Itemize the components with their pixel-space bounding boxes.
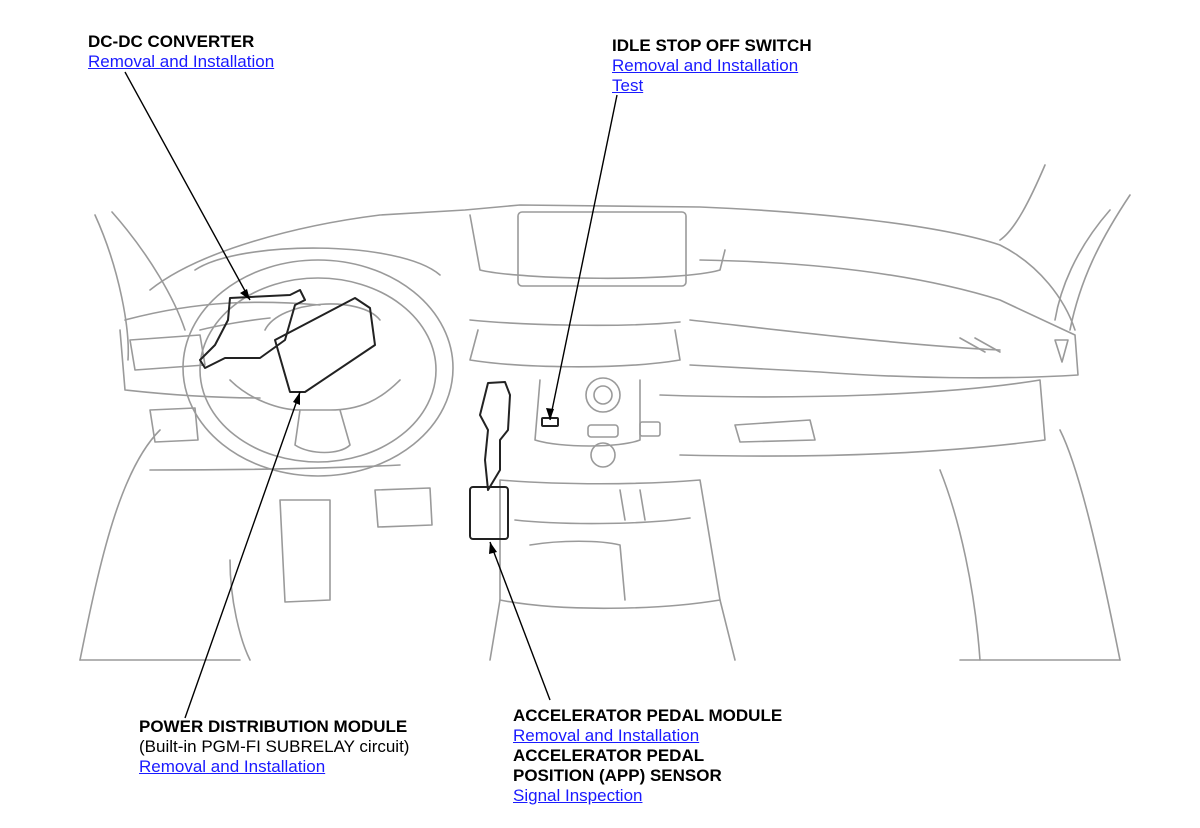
app-sensor-title-line1: ACCELERATOR PEDAL bbox=[513, 746, 705, 765]
idle-stop-test-link[interactable]: Test bbox=[612, 76, 644, 95]
pdm-leader-line bbox=[184, 391, 301, 719]
idle-stop-removal-installation-link[interactable]: Removal and Installation bbox=[612, 56, 799, 75]
power-distribution-module-shape bbox=[274, 297, 376, 393]
pdm-note: (Built-in PGM-FI SUBRELAY circuit) bbox=[139, 737, 410, 756]
dcdc-converter-title: DC-DC CONVERTER bbox=[88, 32, 255, 51]
accelerator-pedal-pad-shape bbox=[469, 486, 509, 540]
dcdc-leader-line bbox=[124, 71, 251, 301]
accelerator-pedal-callout: ACCELERATOR PEDAL MODULE Removal and Ins… bbox=[513, 706, 782, 806]
pdm-arrow bbox=[293, 392, 300, 405]
app-sensor-title-line2: POSITION (APP) SENSOR bbox=[513, 766, 722, 785]
right-pillar bbox=[1069, 194, 1131, 331]
accel-removal-installation-link[interactable]: Removal and Installation bbox=[513, 726, 700, 745]
idle-stop-leader-line bbox=[549, 94, 618, 421]
center-display bbox=[517, 211, 687, 287]
left-pillar bbox=[94, 214, 130, 361]
power-distribution-module-callout: POWER DISTRIBUTION MODULE (Built-in PGM-… bbox=[139, 717, 409, 777]
dash-top bbox=[149, 204, 1076, 331]
drive-selector bbox=[585, 377, 621, 413]
left-lower-panel bbox=[149, 407, 199, 443]
steering-wheel bbox=[182, 259, 454, 477]
dc-dc-converter-shape bbox=[199, 289, 306, 369]
dead-pedal bbox=[279, 499, 331, 603]
dcdc-arrow bbox=[240, 289, 250, 300]
idle-stop-switch-title: IDLE STOP OFF SWITCH bbox=[612, 36, 812, 55]
brake-pedal bbox=[374, 487, 433, 528]
idle-stop-switch-callout: IDLE STOP OFF SWITCH Removal and Install… bbox=[612, 36, 812, 96]
dcdc-removal-installation-link[interactable]: Removal and Installation bbox=[88, 52, 275, 71]
accel-leader-line bbox=[489, 541, 551, 701]
accel-arrow bbox=[489, 542, 497, 554]
dcdc-converter-callout: DC-DC CONVERTER Removal and Installation bbox=[88, 32, 274, 72]
accelerator-pedal-arm-shape bbox=[479, 381, 511, 491]
pdm-removal-installation-link[interactable]: Removal and Installation bbox=[139, 757, 326, 776]
accel-module-title: ACCELERATOR PEDAL MODULE bbox=[513, 706, 783, 725]
pdm-title: POWER DISTRIBUTION MODULE bbox=[139, 717, 408, 736]
glovebox-handle bbox=[734, 419, 816, 443]
app-signal-inspection-link[interactable]: Signal Inspection bbox=[513, 786, 643, 805]
idle-stop-arrow bbox=[546, 408, 554, 420]
